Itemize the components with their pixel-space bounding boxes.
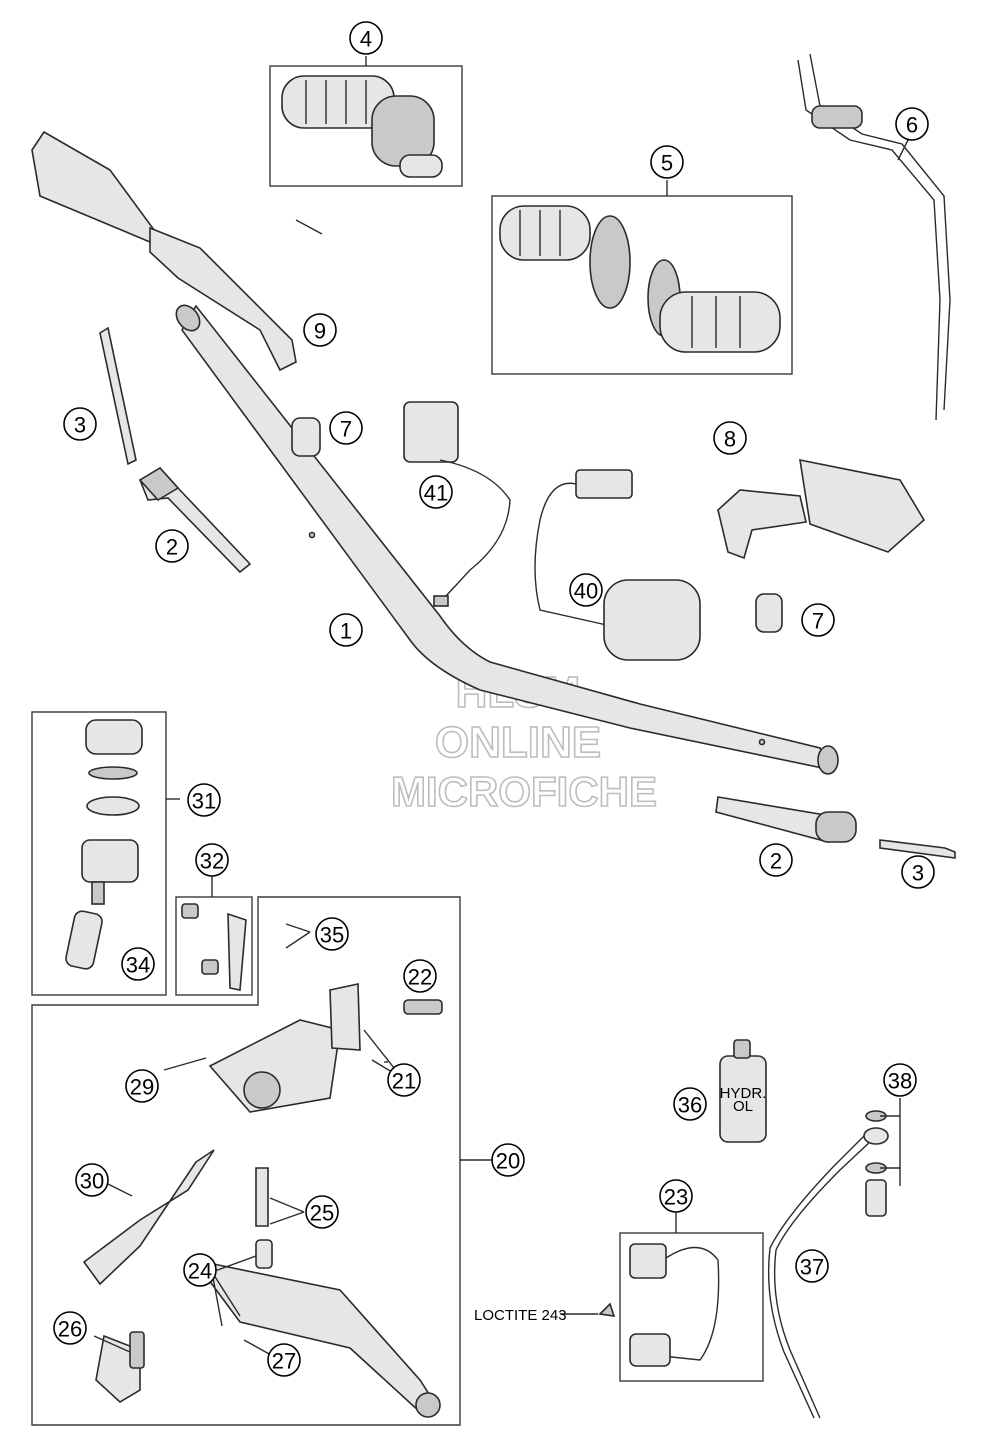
svg-text:35: 35 <box>320 923 344 948</box>
mirror-right <box>717 458 926 560</box>
callout-2-left: 2 <box>155 529 189 563</box>
svg-text:29: 29 <box>130 1075 154 1100</box>
callout-31: 31 <box>187 783 221 817</box>
callout-34: 34 <box>121 947 155 981</box>
svg-text:20: 20 <box>496 1149 520 1174</box>
leader-lines <box>93 56 909 1361</box>
callout-38: 38 <box>883 1063 917 1097</box>
callout-8: 8 <box>713 421 747 455</box>
brake-line <box>767 1110 889 1419</box>
callout-24: 24 <box>183 1253 217 1287</box>
svg-text:37: 37 <box>800 1255 824 1280</box>
bottle-label-line-2: OL <box>733 1098 753 1115</box>
svg-text:4: 4 <box>360 27 372 52</box>
svg-text:26: 26 <box>58 1317 82 1342</box>
callout-20: 20 <box>491 1143 525 1177</box>
svg-text:8: 8 <box>724 427 736 452</box>
callout-35: 35 <box>315 917 349 951</box>
svg-text:22: 22 <box>408 965 432 990</box>
callout-6: 6 <box>895 107 929 141</box>
svg-text:2: 2 <box>166 535 178 560</box>
svg-text:24: 24 <box>188 1259 212 1284</box>
grips-pair <box>499 205 781 353</box>
svg-text:40: 40 <box>574 579 598 604</box>
svg-text:9: 9 <box>314 319 326 344</box>
svg-text:38: 38 <box>888 1069 912 1094</box>
callout-3-right: 3 <box>901 855 935 889</box>
callout-7-left: 7 <box>329 411 363 445</box>
svg-text:36: 36 <box>678 1093 702 1118</box>
svg-text:2: 2 <box>770 849 782 874</box>
callout-37: 37 <box>795 1249 829 1283</box>
guard-assembly <box>181 903 247 991</box>
callout-9: 9 <box>303 313 337 347</box>
callout-30: 30 <box>75 1163 109 1197</box>
svg-text:5: 5 <box>661 151 673 176</box>
mirror-left <box>31 130 297 372</box>
master-cylinder-assembly <box>82 983 443 1418</box>
box-grips <box>491 195 793 375</box>
callout-7-right: 7 <box>801 603 835 637</box>
svg-text:3: 3 <box>912 861 924 886</box>
box-master-cylinder <box>31 896 461 1426</box>
loctite-note: LOCTITE 243 <box>474 1307 567 1324</box>
svg-text:1: 1 <box>340 619 352 644</box>
reservoir-assembly <box>65 719 143 970</box>
callout-21: 21 <box>387 1063 421 1097</box>
callout-4: 4 <box>349 21 383 55</box>
box-guard <box>175 896 253 996</box>
callout-40: 40 <box>569 573 603 607</box>
callout-25: 25 <box>305 1195 339 1229</box>
bar-end-left <box>99 326 252 574</box>
svg-text:27: 27 <box>272 1349 296 1374</box>
svg-text:6: 6 <box>906 113 918 138</box>
callout-3-left: 3 <box>63 407 97 441</box>
hydraulic-oil-bottle: HYDR. OL <box>719 1039 767 1143</box>
svg-text:25: 25 <box>310 1201 334 1226</box>
handlebar <box>175 304 839 775</box>
svg-text:34: 34 <box>126 953 150 978</box>
callout-5: 5 <box>650 145 684 179</box>
box-switch <box>619 1232 764 1382</box>
mirror-adapter-left <box>291 417 321 457</box>
watermark-line-2: ONLINE <box>435 718 601 767</box>
svg-text:32: 32 <box>200 849 224 874</box>
svg-text:3: 3 <box>74 413 86 438</box>
callout-27: 27 <box>267 1343 301 1377</box>
throttle-cables <box>797 53 951 421</box>
svg-text:21: 21 <box>392 1069 416 1094</box>
callout-2-right: 2 <box>759 843 793 877</box>
switch-40 <box>534 469 701 661</box>
svg-text:23: 23 <box>664 1185 688 1210</box>
svg-text:7: 7 <box>340 417 352 442</box>
callout-22: 22 <box>403 959 437 993</box>
svg-text:31: 31 <box>192 789 216 814</box>
mirror-adapter-right <box>755 593 783 633</box>
box-reservoir <box>31 711 167 996</box>
callout-23: 23 <box>659 1179 693 1213</box>
bar-end-right <box>715 796 956 859</box>
grip-throttle-assembly <box>281 75 443 178</box>
svg-text:7: 7 <box>812 609 824 634</box>
switch-41 <box>403 401 511 607</box>
callout-36: 36 <box>673 1087 707 1121</box>
watermark-line-3: MICROFICHE <box>391 768 657 815</box>
callout-32: 32 <box>195 843 229 877</box>
callout-29: 29 <box>125 1069 159 1103</box>
brake-switch <box>598 1243 720 1367</box>
svg-text:41: 41 <box>424 481 448 506</box>
callout-26: 26 <box>53 1311 87 1345</box>
svg-text:30: 30 <box>80 1169 104 1194</box>
bottle-label-line-1: HYDR. <box>720 1085 767 1102</box>
callout-41: 41 <box>419 475 453 509</box>
callout-1: 1 <box>329 613 363 647</box>
